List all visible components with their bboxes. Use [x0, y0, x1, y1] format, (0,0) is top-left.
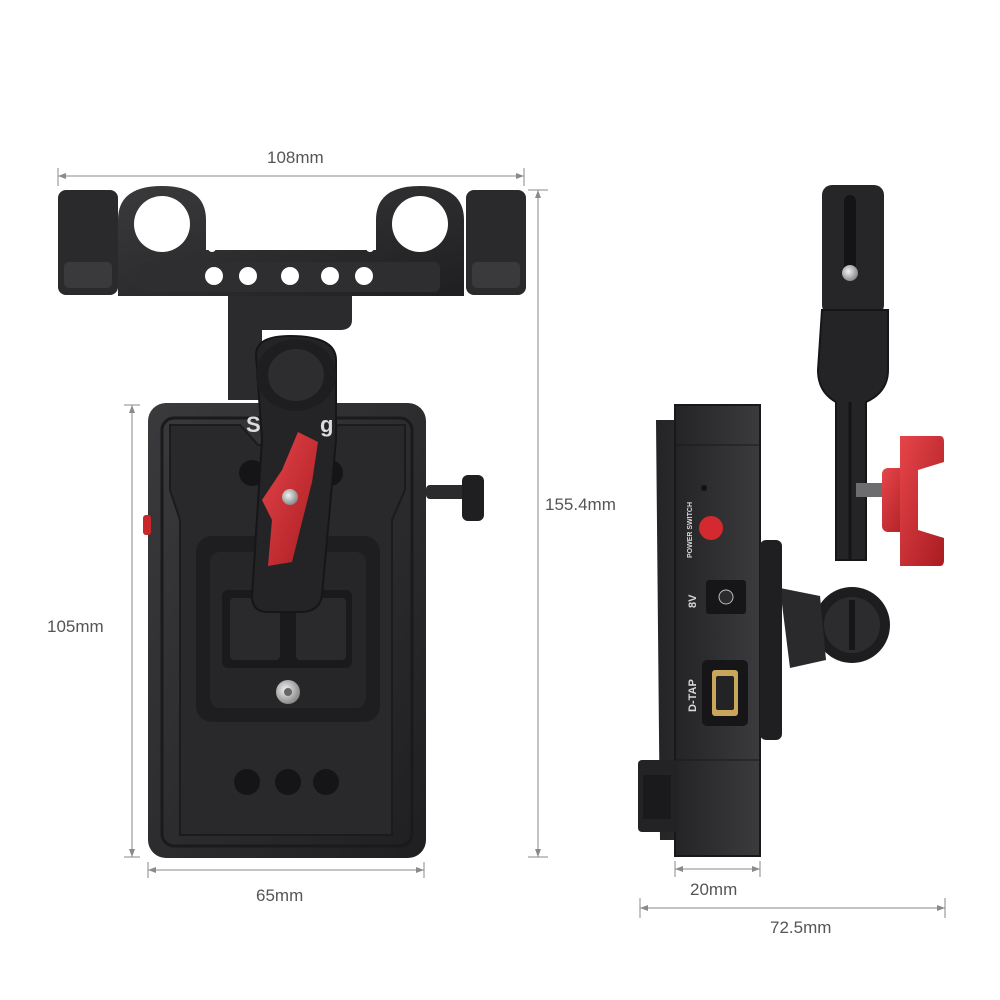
- svg-text:g: g: [320, 412, 333, 437]
- rod-clamp: [58, 186, 526, 296]
- dimension-plate-width: 65mm: [256, 886, 304, 905]
- side-view: [638, 185, 944, 857]
- svg-text:S: S: [246, 412, 261, 437]
- dimension-plate-height: 105mm: [47, 617, 104, 636]
- dimension-lines: [57, 168, 946, 918]
- dimension-top-width: 108mm: [267, 148, 324, 167]
- dimension-side-depth: 72.5mm: [770, 918, 832, 937]
- front-view: S g: [58, 186, 526, 858]
- side-view-labels: POWER SWITCH 8V D-TAP: [687, 502, 699, 712]
- dimension-side-thickness: 20mm: [690, 880, 738, 899]
- dimension-total-height: 155.4mm: [545, 495, 616, 514]
- dtap-label: D-TAP: [687, 679, 699, 712]
- voltage-label: 8V: [687, 594, 699, 608]
- power-switch-label: POWER SWITCH: [687, 502, 694, 558]
